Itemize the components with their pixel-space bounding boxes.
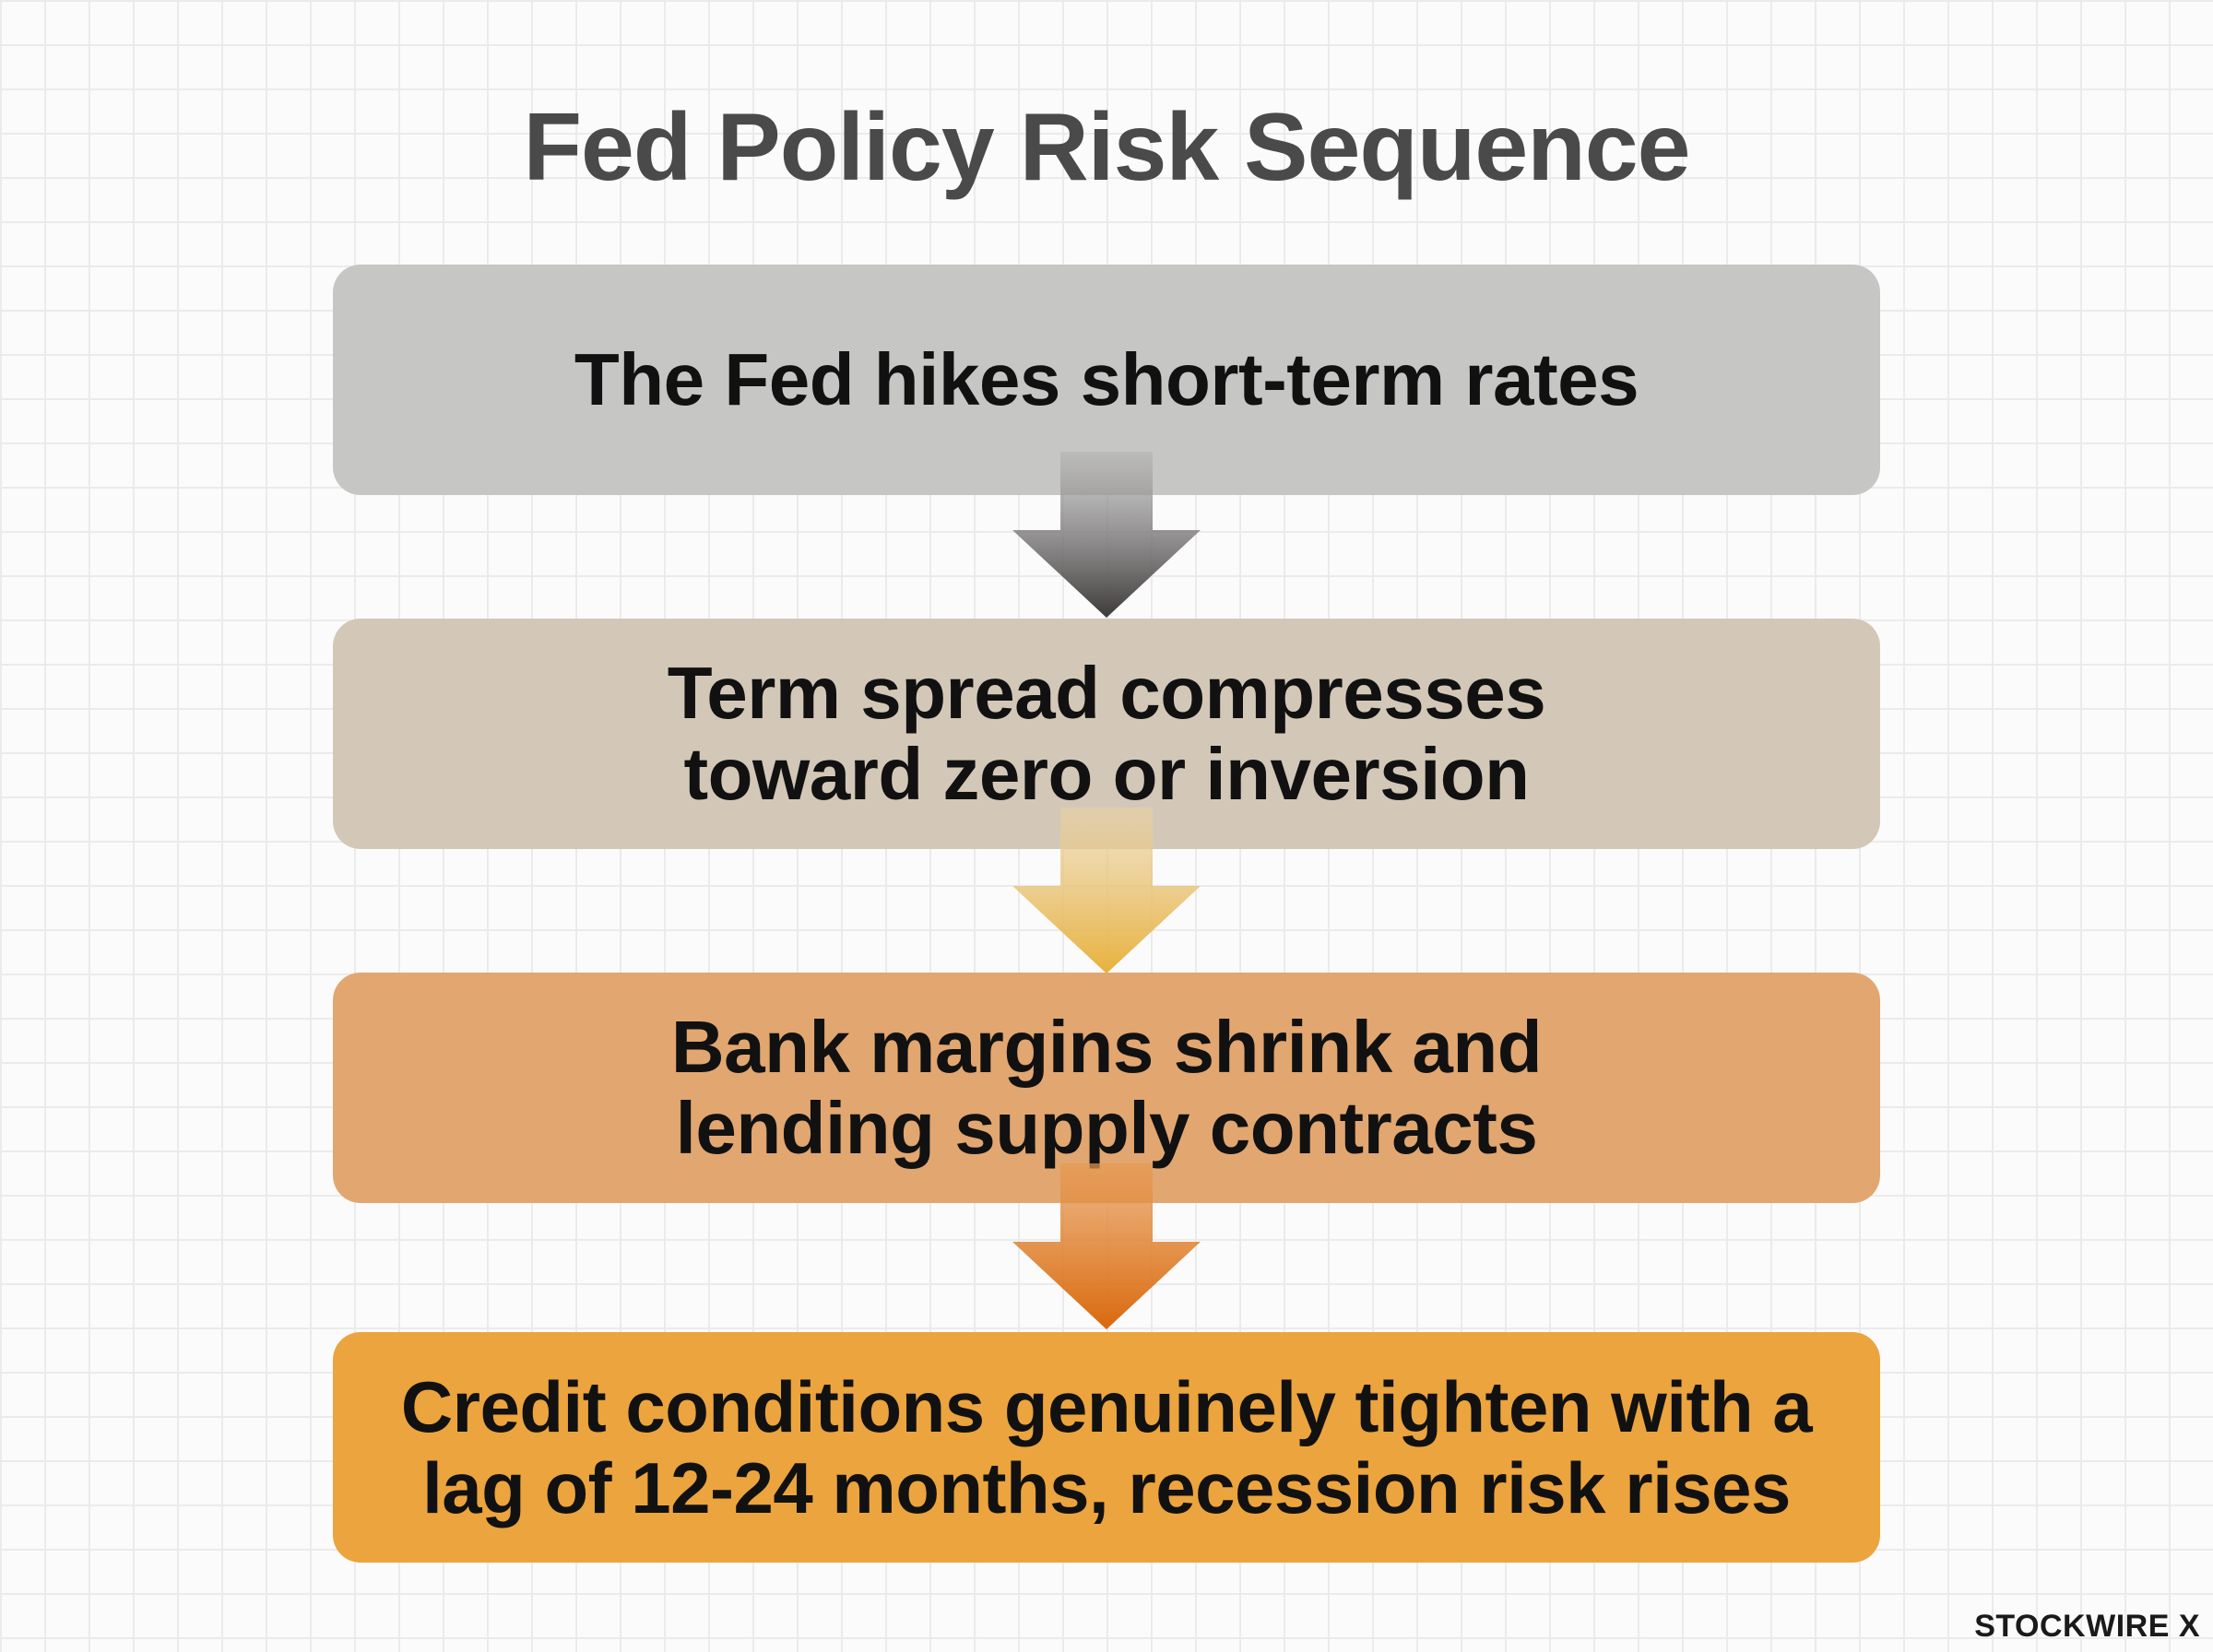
step-1-text: The Fed hikes short-term rates: [574, 338, 1639, 420]
diagram-title: Fed Policy Risk Sequence: [523, 94, 1691, 201]
step-box-4: Credit conditions genuinely tighten with…: [333, 1332, 1880, 1563]
arrow-down-icon: [1012, 808, 1201, 974]
step-3-text: Bank margins shrink and lending supply c…: [670, 1006, 1543, 1169]
arrow-down-icon: [1012, 452, 1201, 618]
step-box-1: The Fed hikes short-term rates: [333, 265, 1880, 495]
step-4-text: Credit conditions genuinely tighten with…: [400, 1366, 1813, 1528]
step-box-2: Term spread compresses toward zero or in…: [333, 619, 1880, 849]
arrow-down-icon: [1012, 1163, 1201, 1329]
brand-logo: STOCKWIRE X: [1974, 1609, 2200, 1644]
step-2-text: Term spread compresses toward zero or in…: [667, 652, 1546, 815]
